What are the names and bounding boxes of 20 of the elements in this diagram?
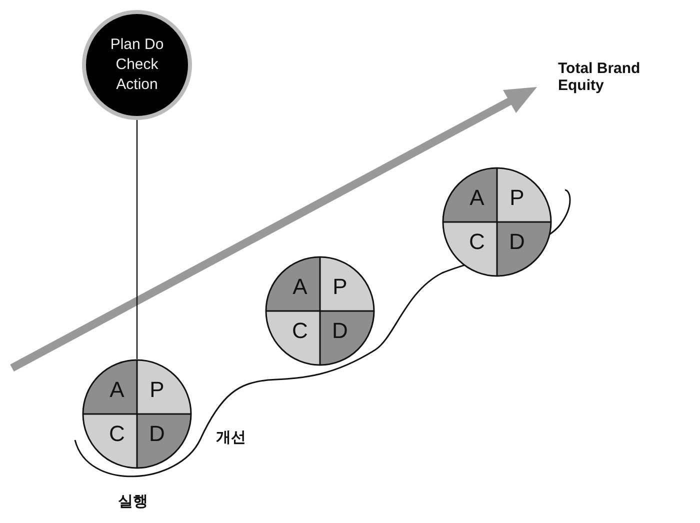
quadrant-letter: C [468,229,486,255]
pdca-wheel [442,167,552,277]
quadrant-letter: P [148,377,166,403]
quadrant-letter: C [291,318,309,344]
quadrant-letter: A [292,274,308,300]
quadrant-letter: P [332,274,348,300]
pdca-wheel [265,256,375,366]
circle-label: Plan Do Check Action [109,35,165,95]
quadrant-letter: C [108,421,126,447]
connector-line [136,120,138,359]
quadrant-letter: D [331,318,349,344]
quadrant-letter: D [508,229,526,255]
quadrant-letter: D [148,421,166,447]
total-brand-equity-label: Total Brand Equity [558,60,642,94]
quadrant-letter: A [108,377,126,403]
improvement-label: 개선 [216,428,246,447]
pdca-wheel [82,359,192,469]
quadrant-letter: P [508,185,526,211]
execution-label: 실행 [118,492,148,511]
quadrant-letter: A [468,185,486,211]
